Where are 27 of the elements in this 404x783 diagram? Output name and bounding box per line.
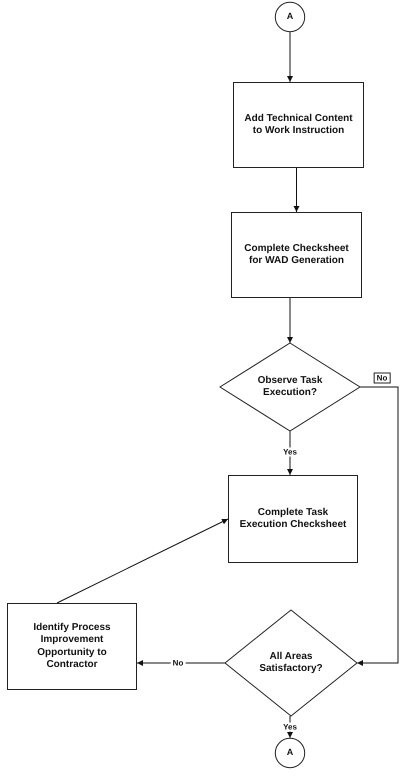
connector-circle xyxy=(275,738,305,768)
edge-label: No xyxy=(374,372,390,384)
arrow xyxy=(356,386,398,666)
node-label: A xyxy=(286,747,294,759)
arrow xyxy=(287,32,293,82)
node-label: Complete Checksheet for WAD Generation xyxy=(243,242,350,268)
arrow xyxy=(56,518,228,604)
arrow xyxy=(287,298,293,344)
node-label: All Areas Satisfactory? xyxy=(258,650,324,676)
decision-diamond xyxy=(220,343,360,431)
decision-diamond xyxy=(225,610,357,716)
node-label: Complete Task Execution Checksheet xyxy=(238,506,348,532)
arrow xyxy=(294,168,300,212)
edge-label: Yes xyxy=(281,448,299,456)
edge-label: No xyxy=(170,658,186,668)
node-label: Identify Process Improvement Opportunity to Contractor xyxy=(32,622,112,672)
process-box xyxy=(233,82,364,168)
edge-label: Yes xyxy=(281,722,299,732)
process-box xyxy=(7,603,137,690)
process-box xyxy=(228,475,358,563)
connector-circle xyxy=(275,2,305,32)
arrow xyxy=(136,660,226,666)
node-label: Add Technical Content to Work Instruction xyxy=(243,112,354,138)
node-label: A xyxy=(286,11,294,23)
arrow xyxy=(287,430,293,476)
process-box xyxy=(231,212,362,298)
node-label: Observe Task Execution? xyxy=(256,374,324,400)
